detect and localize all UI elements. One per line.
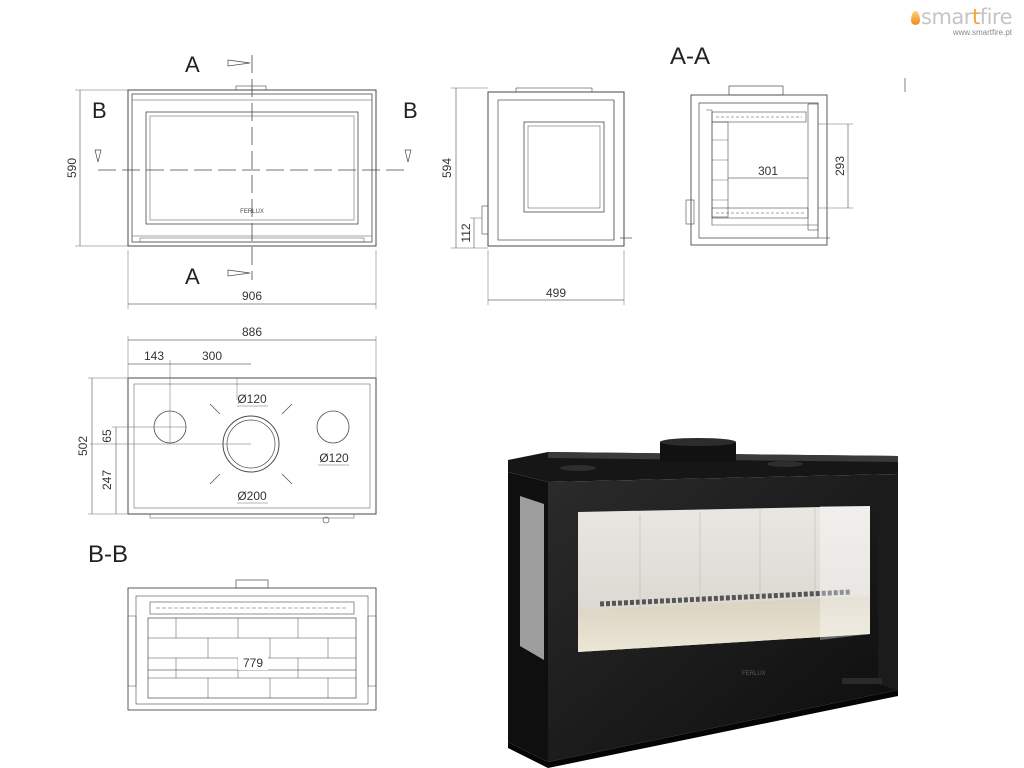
- dim-text-594: 594: [440, 158, 454, 178]
- side-view: [451, 87, 632, 305]
- arrow-a-top: [227, 59, 251, 67]
- top-front-lip: [149, 513, 355, 519]
- flue-cross-nw: [209, 403, 221, 415]
- label-section-bb: B-B: [88, 541, 128, 568]
- dim-text-590: 590: [65, 158, 79, 178]
- top-dimension-texts: 886 143 300 502 65 247 Ø120 Ø120 Ø200: [76, 325, 349, 503]
- render-right-glass-highlight: [820, 506, 870, 640]
- top-inner: [133, 383, 371, 509]
- aa-side-bracket: [685, 199, 695, 225]
- side-top-collar: [515, 87, 593, 93]
- dim-text-301: 301: [758, 164, 778, 178]
- section-bb-view: [127, 579, 377, 711]
- front-badge: FERLUX: [240, 209, 264, 215]
- render-side-outlet-right: [767, 461, 803, 467]
- render-flue-collar: [660, 442, 736, 462]
- front-dimension-texts: 590 906: [65, 158, 262, 303]
- arrow-b-left: [94, 149, 102, 163]
- label-b-right: B: [403, 98, 418, 123]
- front-badge-text: FERLUX: [240, 209, 264, 215]
- render-right-side: [878, 474, 898, 690]
- section-letters: A A B B A-A B-B: [88, 43, 710, 568]
- flame-icon: [911, 11, 921, 25]
- dim-text-293: 293: [833, 156, 847, 176]
- bb-flue: [235, 579, 269, 589]
- render-left-glass: [520, 496, 544, 660]
- top-drain-knob: [322, 516, 330, 524]
- dim-text-112: 112: [459, 223, 473, 242]
- bb-baffle: [149, 601, 355, 615]
- render-control-slider: [842, 678, 882, 684]
- dim-text-143: 143: [144, 349, 164, 363]
- dim-text-65: 65: [100, 429, 114, 443]
- dim-text-886: 886: [242, 325, 262, 339]
- front-flue-stub: [235, 85, 267, 91]
- brand-url: www.smartfire.pt: [952, 28, 1012, 37]
- dim-text-499: 499: [546, 286, 566, 300]
- fireplace-render: FERLUX: [508, 438, 898, 768]
- bb-right-jamb: [367, 615, 377, 687]
- render-flue-top: [660, 438, 736, 446]
- brand-wordmark: smartfire: [911, 5, 1013, 29]
- side-base-bracket: [481, 205, 489, 235]
- dim-text-906: 906: [242, 289, 262, 303]
- aa-flue: [728, 85, 784, 96]
- dim-text-300: 300: [202, 349, 222, 363]
- flue-cross-se: [281, 473, 293, 485]
- aa-glass-door: [807, 103, 819, 231]
- arrow-b-right: [404, 149, 412, 163]
- flue-cross-sw: [209, 473, 221, 485]
- dim-text-779-bg: [238, 656, 268, 670]
- label-section-aa: A-A: [670, 43, 710, 70]
- label-a-bottom: A: [185, 264, 200, 289]
- bb-left-jamb: [127, 615, 137, 687]
- brand-name-accent: t: [971, 5, 980, 29]
- side-glass-inner: [527, 125, 601, 209]
- dim-text-779: 779: [243, 656, 263, 670]
- brand-name-part1: smar: [921, 5, 972, 29]
- top-view: [88, 336, 377, 524]
- bb-inner-shell: [135, 595, 369, 705]
- render-firebox-floor: [578, 596, 870, 652]
- dim-text-120-right: Ø120: [319, 451, 349, 465]
- side-dimension-texts: 594 112 499: [440, 158, 566, 300]
- render-badge: FERLUX: [742, 671, 766, 677]
- dim-text-200: Ø200: [237, 489, 267, 503]
- aa-baffle: [711, 111, 807, 123]
- section-aa-dimension-texts: 301 293: [758, 156, 847, 178]
- arrow-a-bottom: [227, 269, 251, 277]
- outlet-120-right: [316, 410, 350, 444]
- section-aa-view: [685, 78, 906, 246]
- section-bb-dimension-texts: 779: [238, 656, 268, 670]
- brand-name-part2: fire: [979, 5, 1013, 29]
- side-frame: [497, 99, 615, 241]
- side-outline: [487, 91, 625, 247]
- dim-text-120-top: Ø120: [237, 392, 267, 406]
- dim-text-502: 502: [76, 436, 90, 456]
- aa-firebrick: [711, 121, 729, 218]
- render-side-outlet-left: [560, 465, 596, 471]
- side-glass: [523, 121, 605, 213]
- brand-logo: smartfire www.smartfire.pt: [911, 5, 1013, 37]
- flue-cross-ne: [281, 403, 293, 415]
- front-view: [75, 55, 412, 309]
- bb-outline: [127, 587, 377, 711]
- label-a-top: A: [185, 52, 200, 77]
- label-b-left: B: [92, 98, 107, 123]
- dim-text-247: 247: [100, 470, 114, 490]
